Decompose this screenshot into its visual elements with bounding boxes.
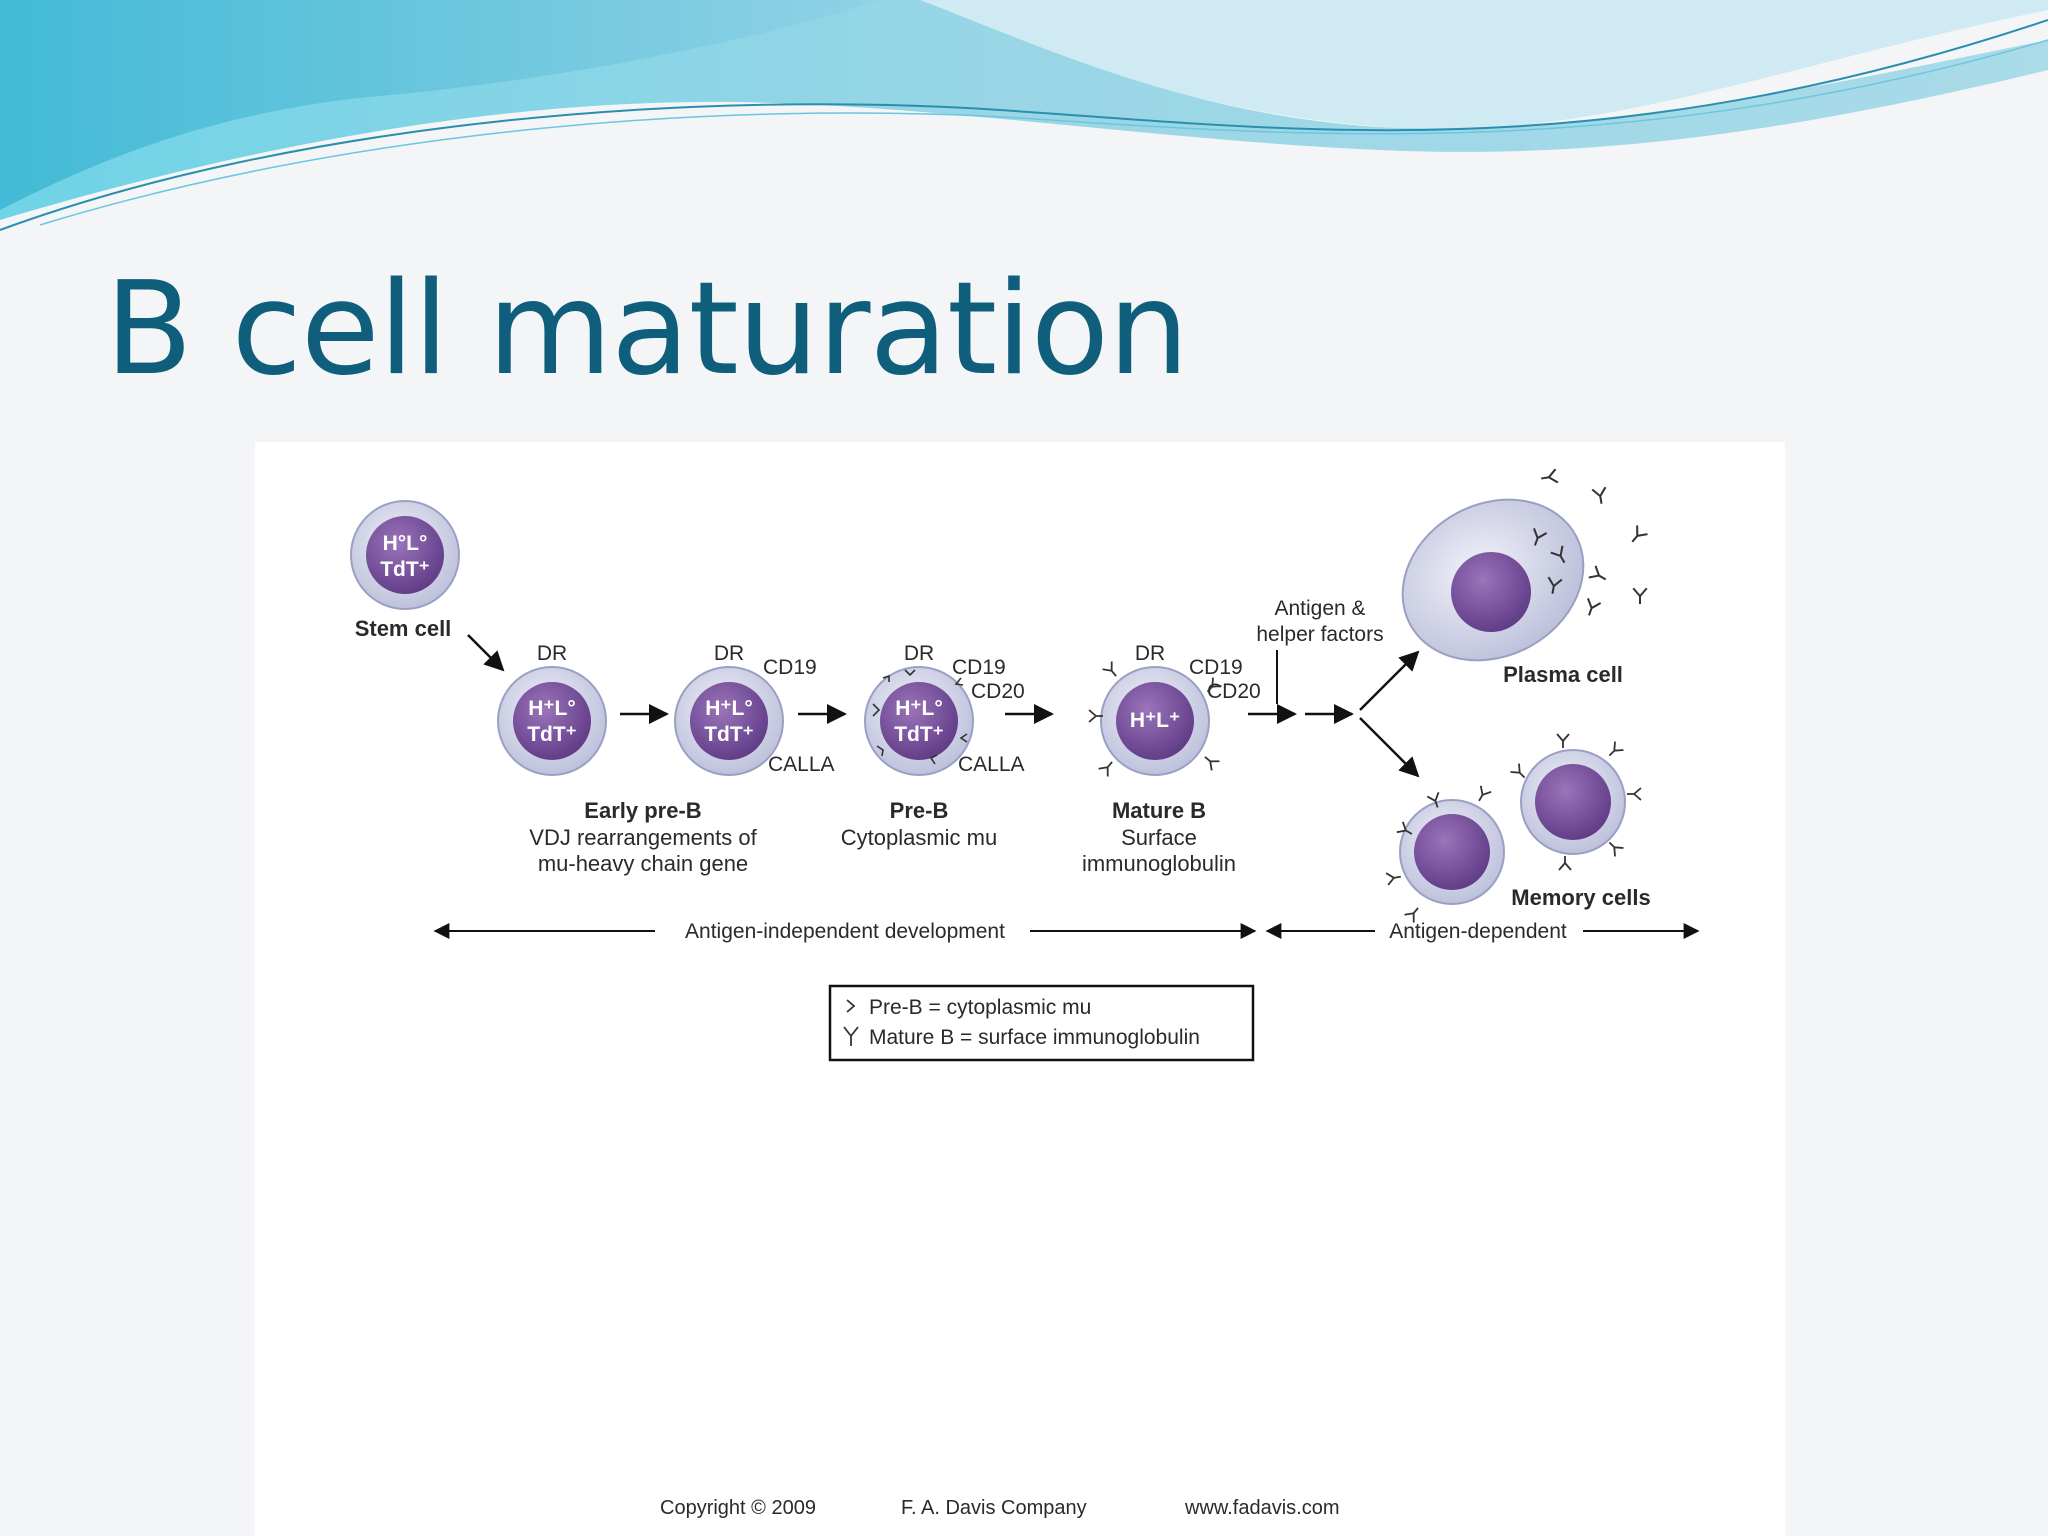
phase-independent: Antigen-independent development	[433, 920, 1257, 943]
early-pre-b-desc-line2: mu-heavy chain gene	[538, 851, 748, 876]
mature-b-nucleus-line1: H⁺L⁺	[1130, 709, 1180, 732]
stem-nucleus-line2: TdT⁺	[380, 558, 430, 581]
pre-b-title: Pre-B	[890, 798, 949, 823]
stem-cell: H°L° TdT⁺ Stem cell	[350, 500, 460, 641]
pre-b-marker-dr: DR	[904, 642, 934, 665]
antigen-line1: Antigen &	[1274, 597, 1365, 620]
phase-independent-label: Antigen-independent development	[685, 920, 1005, 943]
early-pre-b-marker-dr: DR	[537, 642, 567, 665]
stage2-marker-cd19: CD19	[763, 656, 817, 679]
mature-b-cell: DR CD19 CD20 H⁺L⁺ Mature B Surface immun…	[1082, 642, 1261, 876]
arrow-icon	[467, 634, 505, 672]
stage2-marker-dr: DR	[714, 642, 744, 665]
chevron-receptor-icon	[846, 999, 856, 1013]
copyright-company: F. A. Davis Company	[901, 1497, 1087, 1519]
pre-b-cell: DR CD19 CD20 H⁺L° TdT⁺ CALLA Pre-B Cytop…	[841, 642, 1025, 850]
plasma-cell: Plasma cell	[1401, 468, 1649, 687]
early-pre-b-nucleus-line2: TdT⁺	[527, 723, 577, 746]
arrow-icon	[1359, 717, 1420, 778]
phase-dependent-label: Antigen-dependent	[1389, 920, 1567, 943]
copyright: Copyright © 2009 F. A. Davis Company www…	[660, 1497, 1340, 1519]
antigen-helper-factors: Antigen & helper factors	[1256, 597, 1384, 704]
early-pre-b-cell: DR H⁺L° TdT⁺ Early pre-B VDJ rearrangeme…	[497, 642, 758, 876]
pre-b-marker-cd19: CD19	[952, 656, 1006, 679]
stage2-cell: DR CD19 H⁺L° TdT⁺ CALLA	[674, 642, 835, 776]
pre-b-marker-calla: CALLA	[958, 753, 1025, 776]
copyright-url: www.fadavis.com	[1184, 1497, 1340, 1519]
mature-b-marker-dr: DR	[1135, 642, 1165, 665]
header-wave-decoration	[0, 0, 2048, 231]
early-pre-b-title: Early pre-B	[584, 798, 701, 823]
mature-b-desc-line2: immunoglobulin	[1082, 851, 1236, 876]
legend-line1: Pre-B = cytoplasmic mu	[869, 996, 1091, 1019]
antibody-icon	[843, 1026, 859, 1046]
early-pre-b-desc-line1: VDJ rearrangements of	[529, 825, 757, 850]
stage2-nucleus-line1: H⁺L°	[705, 697, 752, 720]
chevron-receptor-icon	[872, 669, 968, 765]
early-pre-b-nucleus-line1: H⁺L°	[528, 697, 575, 720]
pre-b-marker-cd20: CD20	[971, 680, 1025, 703]
memory-cells: Memory cells	[1385, 733, 1651, 924]
mature-b-title: Mature B	[1112, 798, 1206, 823]
pre-b-nucleus-line1: H⁺L°	[895, 697, 942, 720]
stem-cell-label: Stem cell	[355, 616, 452, 641]
slide-title: B cell maturation	[105, 255, 1189, 404]
legend-line2: Mature B = surface immunoglobulin	[869, 1026, 1200, 1049]
mature-b-desc-line1: Surface	[1121, 825, 1197, 850]
mature-b-marker-cd19: CD19	[1189, 656, 1243, 679]
antigen-line2: helper factors	[1256, 623, 1383, 646]
mature-b-marker-cd20: CD20	[1207, 680, 1261, 703]
phase-dependent: Antigen-dependent	[1265, 920, 1700, 943]
copyright-year: Copyright © 2009	[660, 1497, 816, 1519]
memory-cells-label: Memory cells	[1511, 885, 1650, 910]
stem-nucleus-line1: H°L°	[383, 532, 428, 555]
stage2-nucleus-line2: TdT⁺	[704, 723, 754, 746]
pre-b-desc-line1: Cytoplasmic mu	[841, 825, 997, 850]
pre-b-nucleus-line2: TdT⁺	[894, 723, 944, 746]
legend: Pre-B = cytoplasmic mu Mature B = surfac…	[828, 984, 1255, 1062]
figure-panel: H°L° TdT⁺ Stem cell DR H⁺L° TdT⁺ Early p…	[255, 442, 1785, 1536]
b-cell-maturation-diagram: H°L° TdT⁺ Stem cell DR H⁺L° TdT⁺ Early p…	[350, 468, 1700, 1519]
plasma-cell-label: Plasma cell	[1503, 662, 1623, 687]
stage2-marker-calla: CALLA	[768, 753, 835, 776]
arrow-icon	[1359, 650, 1420, 711]
